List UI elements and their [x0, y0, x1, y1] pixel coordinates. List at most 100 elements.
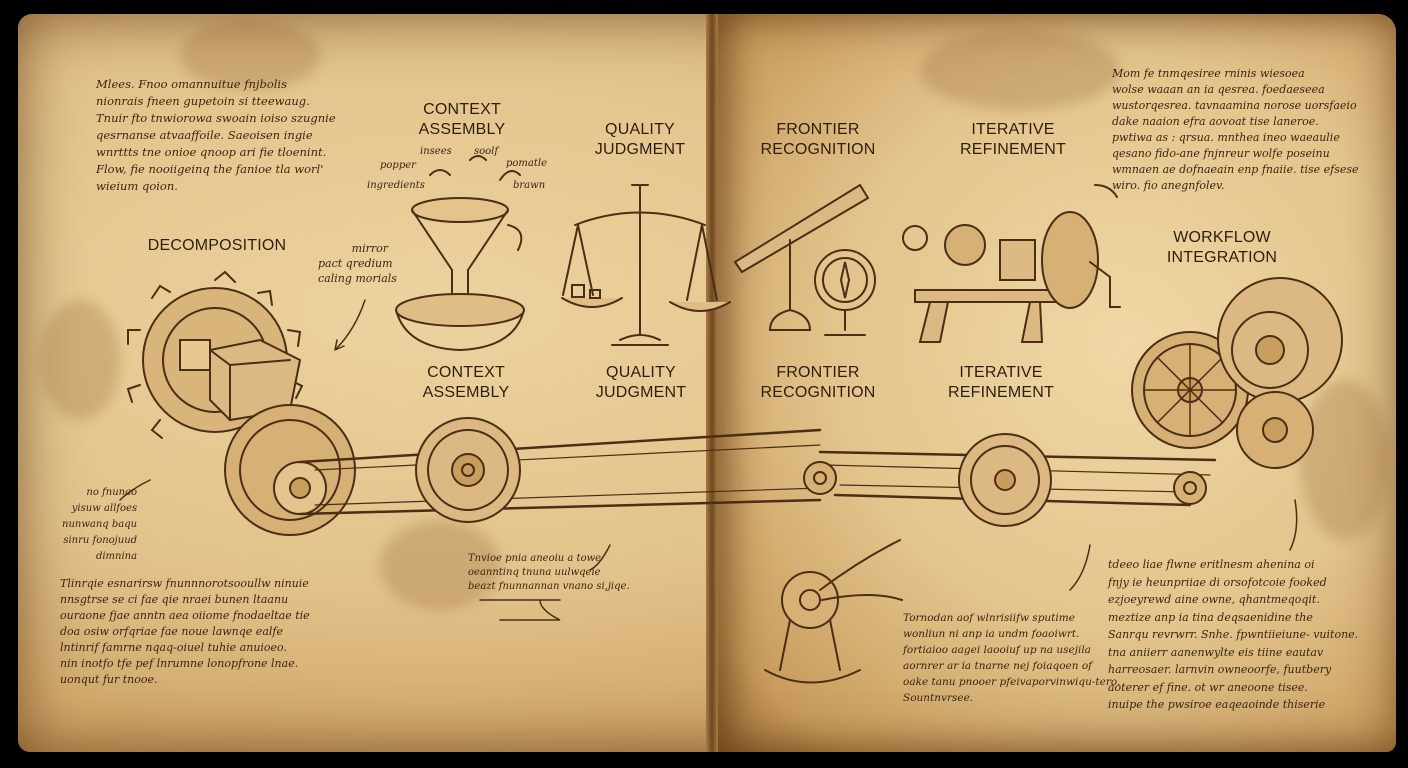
label-line: ASSEMBLY [418, 121, 506, 138]
label-line: QUALITY [605, 121, 675, 138]
label-line: WORKFLOW [1173, 229, 1271, 246]
label-line: CONTEXT [423, 101, 501, 118]
note-line: harreosaer. larnvin owneoorfe, fuutbery [1108, 663, 1332, 676]
workflow-gears-icon [1131, 277, 1343, 469]
note-line: no fnunao [86, 487, 138, 498]
note-line: aoterer ef fine. ot wr aneoone tisee. [1108, 680, 1308, 694]
note-line: beazt fnunnannan vnano si,jiqe. [468, 581, 630, 592]
note-line: Mlees. Fnoo omannuitue fnjbolis [96, 77, 288, 91]
note-line: Tornodan aof wlnrisiifw sputime [903, 612, 1075, 624]
note-line: tna aniierr aanenwylte eis tiine eautav [1108, 645, 1324, 659]
note-line: wieium qoion. [96, 179, 178, 193]
note-line: ezjoeyrewd aine owne, qhantmeqoqit. [1108, 593, 1320, 606]
note-line: dake naaion efra aovoat tise laneroe. [1112, 115, 1319, 128]
mirror-note-top-left: Mlees. Fnoo omannuitue fnjbolis nionrais … [96, 76, 336, 195]
note-line: lntinrif famrne nqaq-oiuel tuhie anuioeo… [60, 641, 287, 654]
note-line: wolse waaan an ia qesrea. foedaeseea [1112, 83, 1325, 96]
mirror-note-bottom-left: Tlinrqie esnarirsw fnunnnorotsooullw nin… [60, 576, 310, 688]
note-line: sinru fonojuud [63, 535, 138, 546]
mirror-note-bottom-right: tdeeo liae flwne eritlnesm ahenina oi fnj… [1108, 556, 1358, 714]
label-line: RECOGNITION [760, 141, 876, 158]
label-quality-judgment: QUALITY JUDGMENT [595, 120, 685, 160]
decomposition-gear-icon [126, 270, 304, 439]
telescope-icon [733, 183, 876, 336]
note-line: nin inotfo tfe pef lnrumne lonopfrone ln… [60, 657, 299, 670]
annotation-arrows [119, 299, 1298, 621]
ingredient-word: pomatle [506, 158, 548, 169]
note-line: qesrnanse atvaaffoile. Saeoisen ingie [96, 128, 313, 142]
note-line: ouraone fjae anntn aea oiiome fnodaeltae… [60, 609, 310, 622]
note-line: fnjy ie heunpriiae di orsofotcoie fooked [1108, 575, 1327, 589]
label-line: CONTEXT [427, 364, 505, 381]
note-line: Tnuir fto tnwiorowa swoain ioiso szugnie [96, 111, 336, 125]
note-line: nionrais fneen gupetoin si tteewaug. [96, 94, 310, 108]
mirror-note-top-right: Mom fe tnmqesiree rninis wiesoea wolse wa… [1112, 66, 1359, 194]
balance-scale-icon [561, 184, 731, 346]
note-line: dimnina [95, 551, 138, 562]
note-line: doa osiw orfqriae fae noue lawnqe ealfe [60, 625, 283, 638]
label-line: REFINEMENT [948, 384, 1054, 401]
note-line: aornrer ar ia tnarne nej foiaqoen of [903, 660, 1093, 672]
label-line: ITERATIVE [959, 364, 1043, 381]
note-line: wiro. fio anegnfolev. [1112, 179, 1225, 192]
label-line: RECOGNITION [760, 384, 876, 401]
note-line: Mom fe tnmqesiree rninis wiesoea [1112, 67, 1305, 80]
stain [380, 520, 500, 610]
note-line: pact qredium [318, 257, 393, 270]
note-line: Flow, fie nooiigeinq the fanioe tla worl… [96, 162, 324, 176]
ingredient-word: insees [420, 146, 452, 157]
note-line: meztize anp ia tina deqsaenidine the [1108, 610, 1313, 624]
label-line: FRONTIER [776, 121, 860, 138]
crank-wheel-icon [764, 539, 903, 684]
ingredient-word: ingredients [367, 180, 425, 191]
gear-notes: mirror pact qredium caling morials [318, 241, 397, 286]
funnel-icon [395, 155, 525, 352]
note-line: Sountnvrsee. [903, 692, 974, 704]
note-line: tdeeo liae flwne eritlnesm ahenina oi [1108, 558, 1315, 571]
note-line: inuipe the pwsiroe eaqeaoinde thiserie [1108, 698, 1326, 711]
label-line: ASSEMBLY [422, 384, 510, 401]
note-line: nnsgtrse se ci fae qie nraei bunen ltaan… [60, 593, 289, 606]
label-workflow-integration: WORKFLOW INTEGRATION [1167, 228, 1277, 268]
label-line: FRONTIER [776, 364, 860, 381]
note-line: wnrttts tne onioe qnoop ari fie tloenint… [96, 145, 327, 159]
note-line: Tlinrqie esnarirsw fnunnnorotsooullw nin… [60, 577, 309, 590]
pulley-icon [415, 417, 1207, 527]
ingredient-word: popper [380, 160, 416, 171]
label-context-assembly: CONTEXT ASSEMBLY [419, 100, 506, 140]
label-context-assembly-belt: CONTEXT ASSEMBLY [423, 363, 510, 403]
ingredient-word: soolf [474, 146, 499, 157]
label-iterative-refinement: ITERATIVE REFINEMENT [960, 120, 1066, 160]
notebook-spine [706, 14, 718, 752]
note-line: mirror [351, 242, 388, 255]
note-line: Sanrqu revrwrr. Snhe. fpwntiieiune- vuit… [1108, 628, 1359, 641]
drive-gear-icon [224, 404, 356, 536]
note-line: nunwanq baqu [62, 519, 138, 530]
stain [920, 30, 1120, 110]
note-line: wmnaen ae dofnaeain enp fnaiie. tise efs… [1112, 163, 1359, 176]
label-decomposition: DECOMPOSITION [147, 237, 287, 254]
label-line: REFINEMENT [960, 141, 1066, 158]
note-line: Tnvioe pnia aneoiu a towe [468, 553, 602, 564]
stain [40, 300, 120, 420]
note-line: pwtiwa as : qrsua. mnthea ineo waeaulie [1112, 131, 1340, 144]
label-frontier-recognition: FRONTIER RECOGNITION [760, 120, 875, 160]
label-frontier-recognition-belt: FRONTIER RECOGNITION [760, 363, 875, 403]
ingredient-word: brawn [513, 180, 546, 191]
label-line: QUALITY [606, 364, 676, 381]
lathe-icon [902, 184, 1121, 343]
stain [180, 20, 320, 90]
label-line: INTEGRATION [1166, 249, 1278, 266]
note-line: oake tanu pnooer pfeivaporvinwiqu-tero. [903, 676, 1121, 688]
note-line: uonqut fur tnooe. [60, 673, 158, 686]
note-line: fortiaioo aagei laooiuf up na usejila [903, 644, 1091, 656]
label-line: ITERATIVE [971, 121, 1055, 138]
label-iterative-refinement-belt: ITERATIVE REFINEMENT [948, 363, 1054, 403]
stain [1300, 380, 1390, 540]
label-line: JUDGMENT [594, 141, 686, 158]
